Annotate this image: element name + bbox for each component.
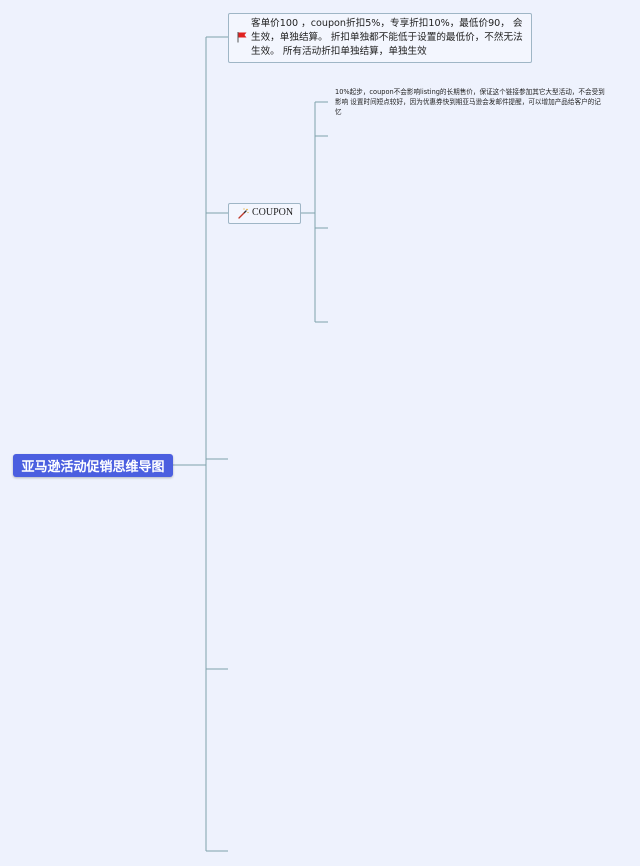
magic-wand-icon — [238, 208, 249, 219]
coupon-node[interactable]: COUPON — [228, 203, 301, 224]
coupon-node-label: COUPON — [252, 207, 294, 218]
red-flag-icon — [237, 32, 247, 43]
note-node[interactable]: 客单价100 ，coupon折扣5%，专享折扣10%，最低价90， 会生效，单独… — [228, 13, 532, 63]
root-node[interactable]: 亚马逊活动促销思维导图 — [13, 454, 173, 477]
note-node-text: 客单价100 ，coupon折扣5%，专享折扣10%，最低价90， 会生效，单独… — [251, 18, 523, 57]
root-node-label: 亚马逊活动促销思维导图 — [21, 460, 165, 475]
coupon-child-text[interactable]: 10%起步，coupon不会影响listing的长期售价，保证这个链接参加其它大… — [335, 88, 605, 116]
